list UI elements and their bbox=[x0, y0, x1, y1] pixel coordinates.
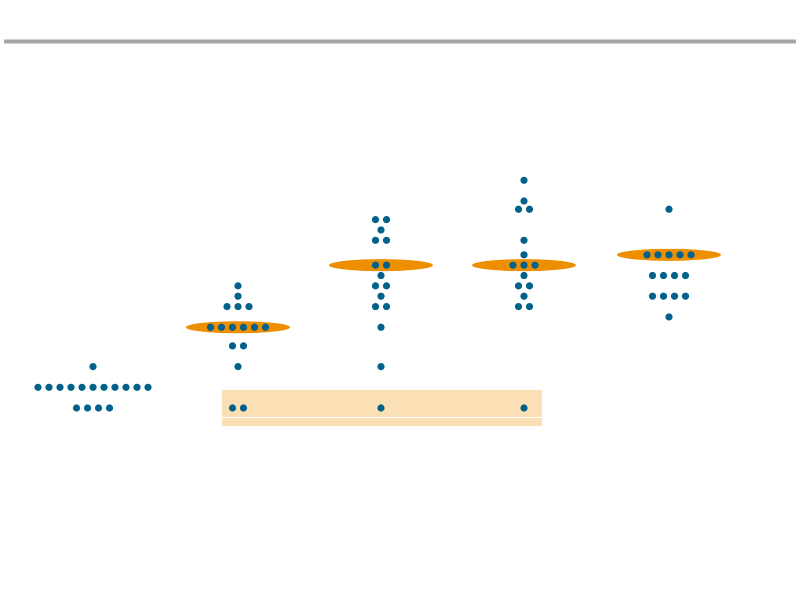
data-point bbox=[245, 302, 253, 311]
data-point bbox=[371, 282, 380, 290]
data-point bbox=[261, 323, 270, 331]
data-point bbox=[223, 302, 231, 311]
data-point bbox=[377, 363, 385, 371]
data-point bbox=[514, 205, 523, 213]
data-point bbox=[72, 404, 81, 412]
data-point bbox=[670, 292, 679, 300]
data-point bbox=[228, 404, 237, 412]
data-point bbox=[133, 383, 141, 391]
data-point bbox=[217, 323, 226, 331]
data-point bbox=[377, 292, 385, 300]
mean-marker-layer bbox=[186, 248, 721, 334]
data-point bbox=[78, 383, 86, 391]
data-point bbox=[659, 292, 668, 300]
data-point bbox=[531, 261, 539, 269]
data-point bbox=[520, 176, 528, 184]
data-point bbox=[144, 383, 152, 391]
data-point bbox=[520, 292, 528, 300]
data-point bbox=[377, 271, 385, 280]
data-point bbox=[67, 383, 75, 391]
data-point bbox=[111, 383, 119, 391]
data-point bbox=[665, 313, 673, 321]
data-point bbox=[228, 342, 237, 350]
data-point bbox=[520, 261, 528, 269]
data-point bbox=[56, 383, 64, 391]
data-point bbox=[83, 404, 92, 412]
data-point bbox=[234, 363, 242, 371]
data-point bbox=[105, 404, 114, 412]
mean-marker-2 bbox=[186, 321, 290, 334]
data-point bbox=[687, 251, 695, 259]
data-point bbox=[676, 251, 684, 259]
data-point bbox=[234, 302, 242, 311]
data-point bbox=[371, 236, 380, 244]
data-point bbox=[514, 282, 523, 290]
data-point bbox=[122, 383, 130, 391]
data-point bbox=[239, 323, 248, 331]
data-point bbox=[382, 302, 391, 311]
data-point bbox=[377, 323, 385, 331]
data-point bbox=[681, 271, 690, 280]
data-point bbox=[520, 197, 528, 205]
data-point bbox=[520, 236, 528, 244]
data-point bbox=[239, 404, 248, 412]
data-point bbox=[250, 323, 259, 331]
data-point bbox=[520, 404, 528, 412]
highlight-band-upper bbox=[222, 390, 542, 417]
data-point bbox=[382, 216, 391, 224]
data-point bbox=[681, 292, 690, 300]
data-point bbox=[648, 271, 657, 280]
data-point bbox=[34, 383, 42, 391]
data-point bbox=[371, 302, 380, 311]
data-point bbox=[371, 261, 380, 269]
data-point bbox=[525, 205, 534, 213]
data-point bbox=[234, 282, 242, 290]
data-point bbox=[239, 342, 248, 350]
data-point bbox=[665, 205, 673, 213]
data-point bbox=[371, 216, 380, 224]
highlight-band-layer bbox=[222, 390, 542, 426]
mean-marker-3 bbox=[329, 259, 433, 272]
data-point bbox=[525, 302, 534, 311]
data-point bbox=[100, 383, 108, 391]
data-point bbox=[228, 323, 237, 331]
highlight-band-lower bbox=[222, 418, 542, 426]
data-point bbox=[206, 323, 215, 331]
data-point bbox=[382, 282, 391, 290]
data-point bbox=[654, 251, 662, 259]
data-point bbox=[377, 226, 385, 234]
data-point bbox=[665, 251, 673, 259]
data-point bbox=[45, 383, 53, 391]
data-point bbox=[382, 236, 391, 244]
point-layer bbox=[34, 176, 695, 412]
data-point bbox=[514, 302, 523, 311]
data-point bbox=[659, 271, 668, 280]
data-point bbox=[525, 282, 534, 290]
data-point bbox=[520, 251, 528, 259]
data-point bbox=[382, 261, 391, 269]
data-point bbox=[520, 271, 528, 280]
data-point bbox=[89, 383, 97, 391]
data-point bbox=[94, 404, 103, 412]
data-point bbox=[509, 261, 517, 269]
data-point bbox=[89, 363, 97, 371]
data-point bbox=[234, 292, 242, 300]
data-point bbox=[648, 292, 657, 300]
data-point bbox=[643, 251, 651, 259]
data-point bbox=[670, 271, 679, 280]
data-point bbox=[377, 404, 385, 412]
